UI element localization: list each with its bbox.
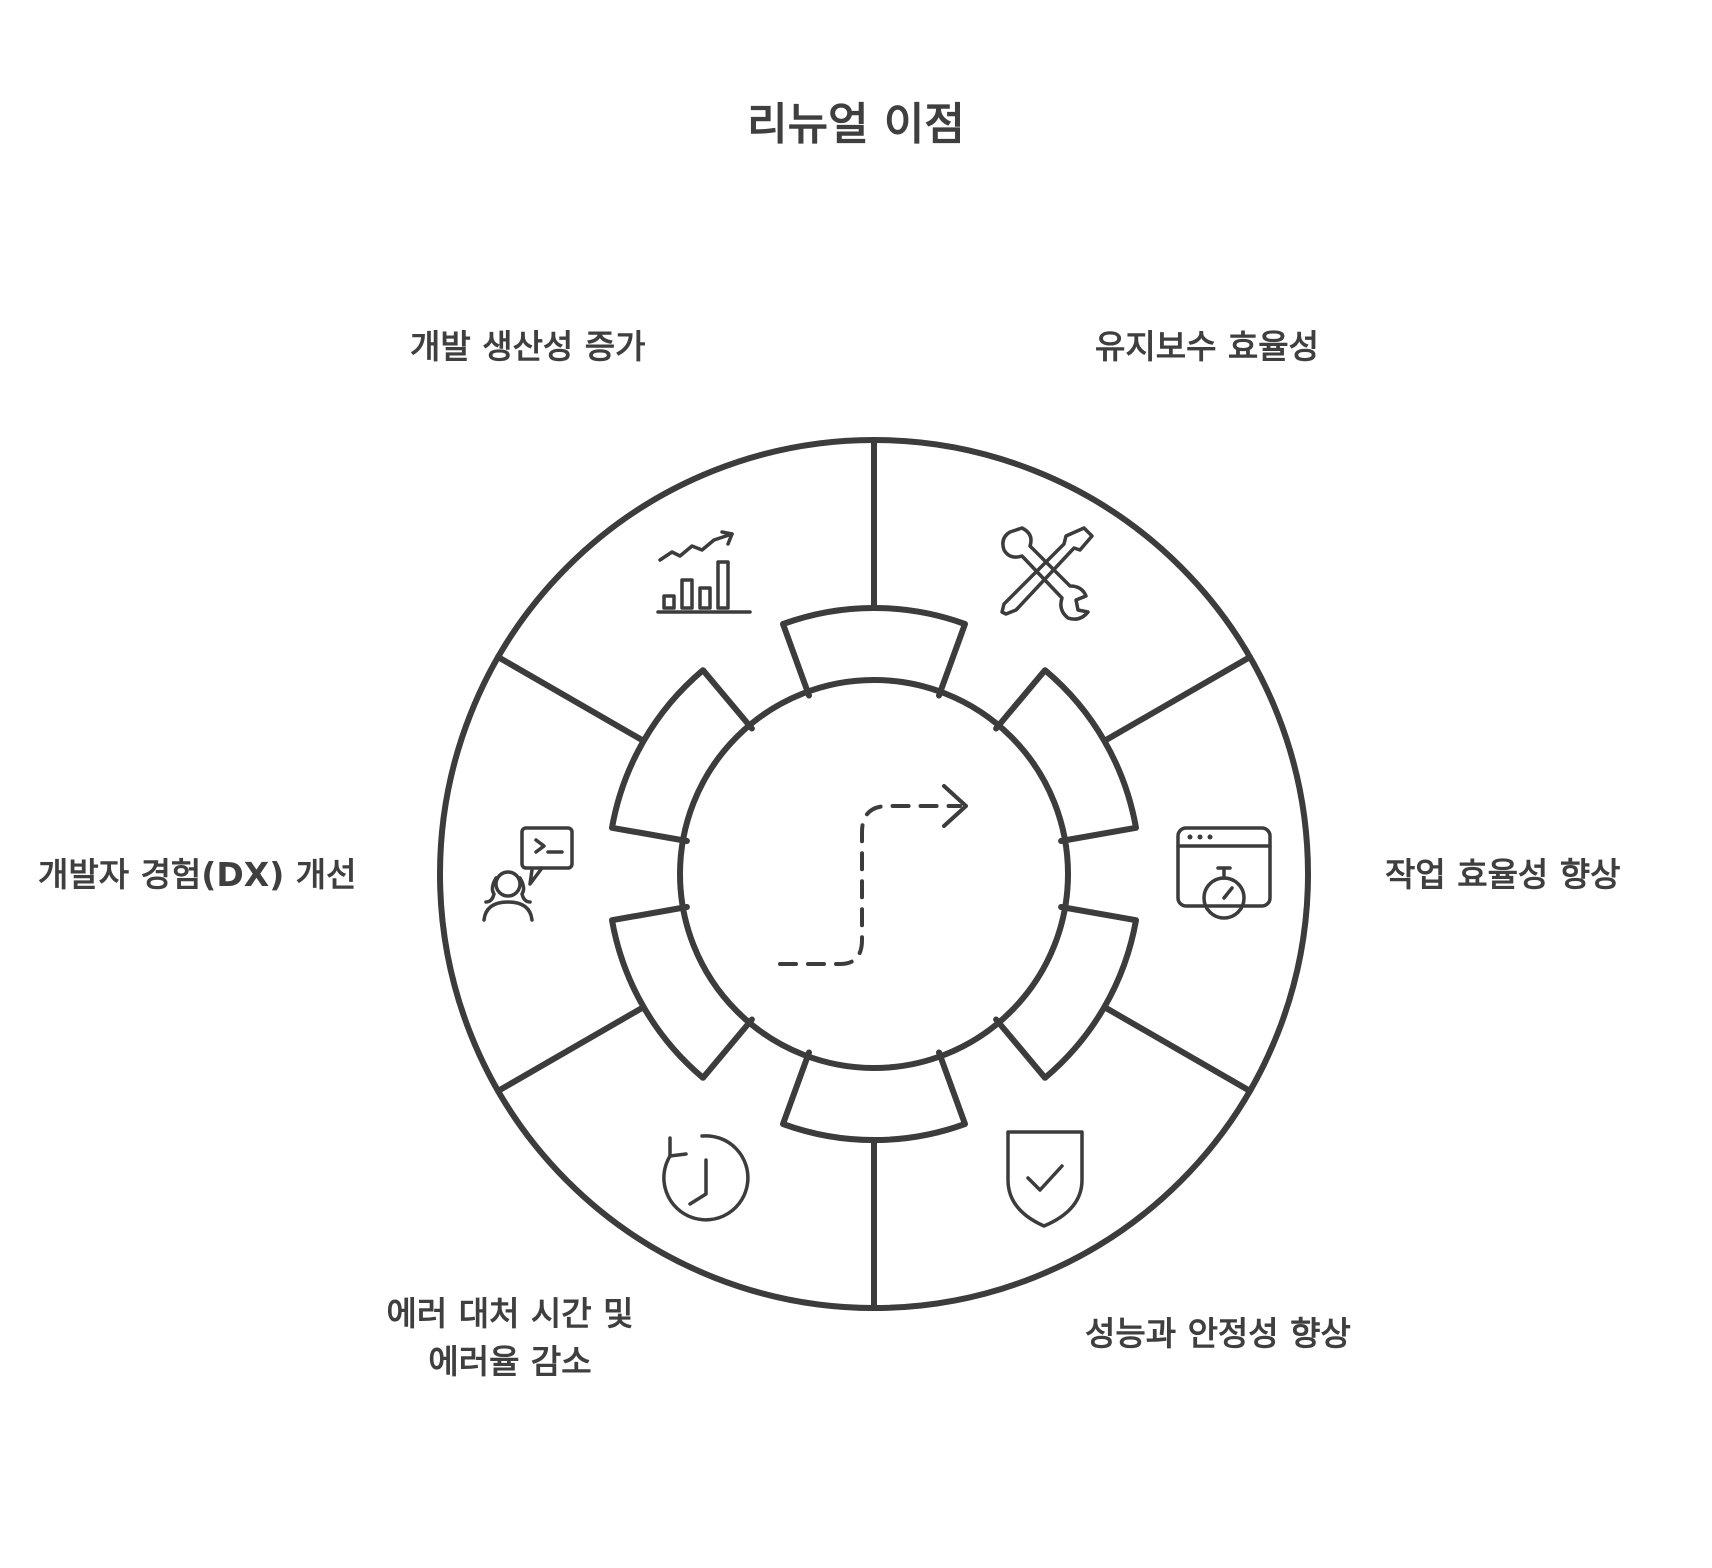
label-error-reduction-line2: 에러율 감소 [428, 1342, 592, 1381]
tools-icon [1000, 526, 1094, 621]
block-top-right [993, 667, 1139, 844]
diagram-title: 리뉴얼 이점 [747, 99, 965, 150]
developer-terminal-icon [482, 826, 574, 922]
block-bottom [780, 1049, 968, 1144]
divider-bottom-right [1103, 1005, 1253, 1094]
block-bottom-left [609, 904, 755, 1081]
inner-hub [677, 677, 1071, 1071]
label-work-efficiency: 작업 효율성 향상 [1385, 855, 1621, 894]
block-top [780, 604, 968, 699]
label-dev-productivity: 개발 생산성 증가 [410, 327, 646, 366]
middle-ring-blocks [609, 604, 1139, 1144]
browser-stopwatch-icon [1176, 826, 1272, 920]
label-performance-stability: 성능과 안정성 향상 [1085, 1314, 1351, 1353]
divider-top-left [495, 654, 645, 743]
block-top-left [609, 667, 755, 844]
label-error-reduction-line1: 에러 대처 시간 및 [386, 1294, 634, 1333]
label-developer-experience: 개발자 경험(DX) 개선 [38, 855, 357, 894]
label-maintenance-efficiency: 유지보수 효율성 [1095, 327, 1320, 366]
segment-dividers [495, 437, 1253, 1311]
dashed-path-arrow-icon [778, 784, 968, 966]
label-error-reduction: 에러 대처 시간 및 에러율 감소 [360, 1290, 660, 1386]
block-bottom-right [993, 904, 1139, 1081]
clock-history-icon [662, 1134, 750, 1222]
chart-growth-icon [656, 530, 752, 614]
divider-bottom-left [495, 1005, 645, 1094]
divider-top-right [1103, 654, 1253, 743]
shield-check-icon [1006, 1130, 1084, 1228]
